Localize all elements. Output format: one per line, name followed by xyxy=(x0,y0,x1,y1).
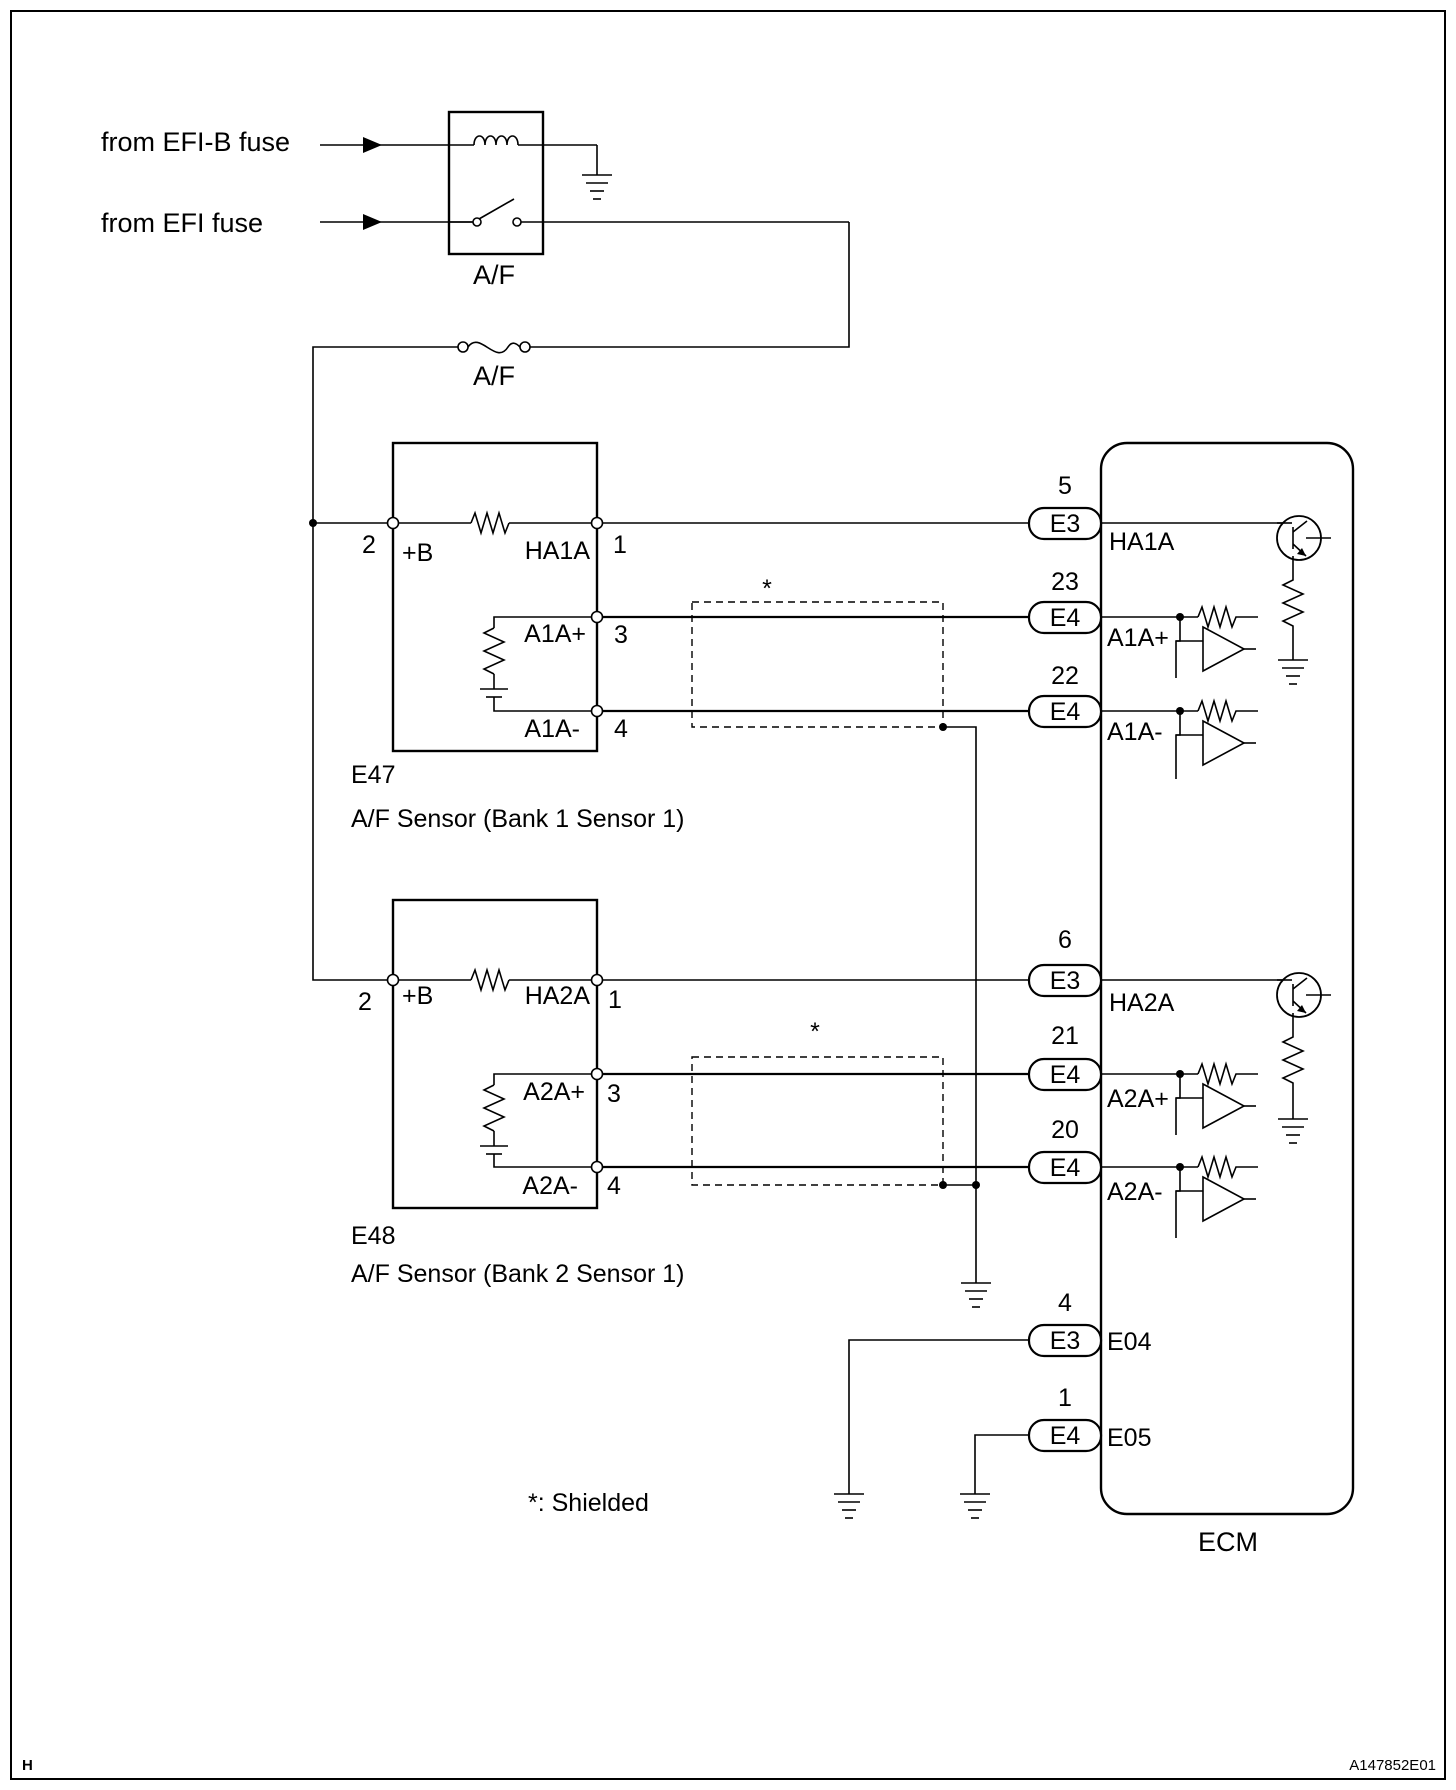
svg-text:21: 21 xyxy=(1051,1022,1079,1050)
ecm-resistor-1-icon xyxy=(1281,556,1305,660)
ecm-input-a1a-minus xyxy=(1101,698,1258,779)
shield-mark-2: * xyxy=(810,1018,820,1046)
corner-mark: H xyxy=(22,1757,33,1774)
sensor1-label-heater: HA1A xyxy=(525,537,591,565)
svg-text:4: 4 xyxy=(1058,1289,1072,1317)
svg-text:E4: E4 xyxy=(1050,1061,1081,1089)
heater-resistor-1-icon xyxy=(470,510,510,536)
sensor2-label-plus: A2A+ xyxy=(523,1078,585,1106)
sensor1-code: E47 xyxy=(351,761,395,789)
svg-text:E3: E3 xyxy=(1050,967,1081,995)
svg-text:E4: E4 xyxy=(1050,1422,1081,1450)
ground-e05-icon xyxy=(960,1493,990,1519)
svg-text:E3: E3 xyxy=(1050,1327,1081,1355)
ground-relay-icon xyxy=(582,174,612,200)
svg-text:23: 23 xyxy=(1051,568,1079,596)
svg-text:A2A+: A2A+ xyxy=(1107,1085,1169,1113)
sensor-e48 xyxy=(386,898,604,1210)
shield-sensor1 xyxy=(691,601,944,728)
svg-text:A2A-: A2A- xyxy=(1107,1178,1163,1206)
sensor2-pin-heater: 1 xyxy=(608,986,622,1014)
svg-text:E05: E05 xyxy=(1107,1424,1151,1452)
legend-shielded: *: Shielded xyxy=(528,1489,649,1517)
sensor-element-2-icon xyxy=(482,1084,506,1132)
svg-text:6: 6 xyxy=(1058,926,1072,954)
sensor2-code: E48 xyxy=(351,1222,395,1250)
ecm-label: ECM xyxy=(1198,1527,1258,1557)
sensor1-pin-heater: 1 xyxy=(613,531,627,559)
ecm-conn-3: E4 22 A1A- xyxy=(1027,662,1163,746)
ecm-conn-7: E3 4 E04 xyxy=(1027,1289,1152,1358)
sensor-e47 xyxy=(386,441,604,753)
svg-text:A1A+: A1A+ xyxy=(1107,624,1169,652)
sensor1-label-minus: A1A- xyxy=(524,715,580,743)
ground-e04-icon xyxy=(834,1493,864,1519)
sensor2-label-heater: HA2A xyxy=(525,982,591,1010)
relay-switch-icon xyxy=(478,198,515,220)
ecm-conn-8: E4 1 E05 xyxy=(1027,1384,1151,1453)
fuse-label: A/F xyxy=(473,361,515,391)
source-efi-label: from EFI fuse xyxy=(101,208,263,238)
ecm-conn-2: E4 23 A1A+ xyxy=(1027,568,1169,652)
svg-text:E04: E04 xyxy=(1107,1328,1152,1356)
sensor1-pin-plus: 3 xyxy=(614,621,628,649)
relay-coil-icon xyxy=(473,135,519,146)
svg-text:E4: E4 xyxy=(1050,604,1081,632)
svg-text:22: 22 xyxy=(1051,662,1079,690)
sensor2-pin-b: 2 xyxy=(358,988,372,1016)
sensor1-label-plus: A1A+ xyxy=(524,620,586,648)
shield-mark-1: * xyxy=(762,575,772,603)
ecm-input-a1a-plus xyxy=(1101,604,1258,678)
figure-id: A147852E01 xyxy=(1349,1757,1436,1774)
shield-sensor2 xyxy=(691,1056,944,1186)
ecm-input-a2a-plus xyxy=(1101,1061,1258,1135)
ecm-input-a2a-minus xyxy=(1101,1154,1258,1238)
sensor2-pin-minus: 4 xyxy=(607,1172,621,1200)
sensor1-name: A/F Sensor (Bank 1 Sensor 1) xyxy=(351,805,684,833)
sensor1-label-b: +B xyxy=(402,539,433,567)
svg-text:A1A-: A1A- xyxy=(1107,718,1163,746)
svg-text:E4: E4 xyxy=(1050,1154,1081,1182)
relay-label: A/F xyxy=(473,260,515,290)
sensor2-label-b: +B xyxy=(402,982,433,1010)
sensor1-pin-minus: 4 xyxy=(614,715,628,743)
sensor2-pin-plus: 3 xyxy=(607,1080,621,1108)
arrow-efi-b-icon xyxy=(363,137,382,153)
ecm-conn-1: E3 5 HA1A xyxy=(1027,472,1175,556)
diagram-frame xyxy=(10,10,1446,1780)
ecm-heater-driver-1 xyxy=(1101,515,1331,685)
svg-text:1: 1 xyxy=(1058,1384,1072,1412)
sensor1-pin-b: 2 xyxy=(362,531,376,559)
source-efi-b-label: from EFI-B fuse xyxy=(101,127,290,157)
ecm-conn-5: E4 21 A2A+ xyxy=(1027,1022,1169,1113)
svg-text:E3: E3 xyxy=(1050,510,1081,538)
heater-resistor-2-icon xyxy=(470,967,510,993)
fuse-af-icon xyxy=(457,341,531,354)
ecm-conn-6: E4 20 A2A- xyxy=(1027,1116,1163,1206)
ground-shield-icon xyxy=(961,1282,991,1308)
svg-text:20: 20 xyxy=(1051,1116,1079,1144)
sensor2-label-minus: A2A- xyxy=(522,1172,578,1200)
svg-text:5: 5 xyxy=(1058,472,1072,500)
sensor2-name: A/F Sensor (Bank 2 Sensor 1) xyxy=(351,1260,684,1288)
ecm-resistor-2-icon xyxy=(1281,1013,1305,1119)
svg-text:E4: E4 xyxy=(1050,698,1081,726)
relay-af xyxy=(447,110,849,256)
arrow-efi-icon xyxy=(363,214,382,230)
ecm-heater-driver-2 xyxy=(1101,972,1331,1144)
svg-text:HA2A: HA2A xyxy=(1109,989,1175,1017)
svg-text:HA1A: HA1A xyxy=(1109,528,1175,556)
sensor-element-1-icon xyxy=(482,627,506,675)
